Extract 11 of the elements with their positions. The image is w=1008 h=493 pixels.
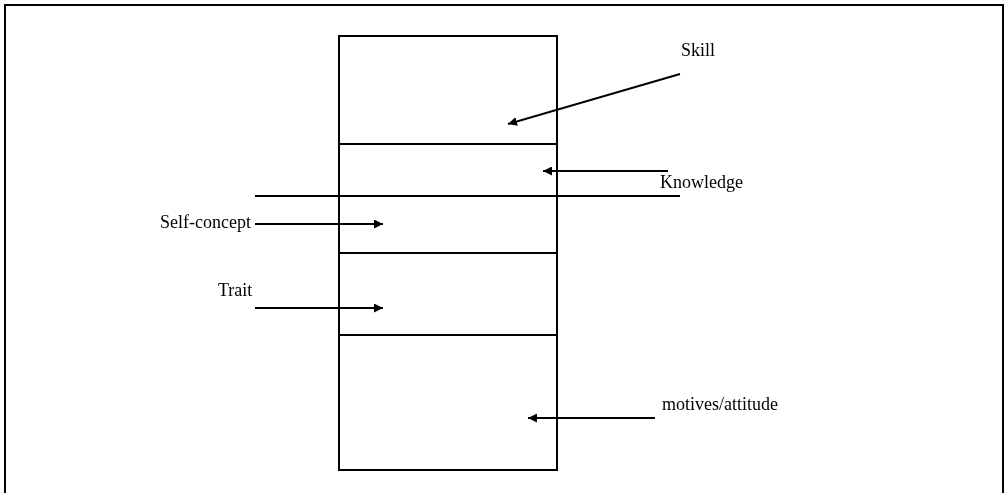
- layered-column: [338, 35, 558, 471]
- arrow: [507, 73, 681, 126]
- arrow: [542, 166, 669, 176]
- layer-label: Knowledge: [660, 172, 743, 192]
- layer-label: Skill: [681, 40, 715, 60]
- layer-label: Trait: [218, 280, 253, 300]
- arrow: [527, 413, 656, 423]
- layer-label: Self-concept: [160, 212, 251, 232]
- arrow: [254, 303, 384, 313]
- layer-label: motives/attitude: [662, 394, 778, 414]
- arrow: [254, 219, 384, 229]
